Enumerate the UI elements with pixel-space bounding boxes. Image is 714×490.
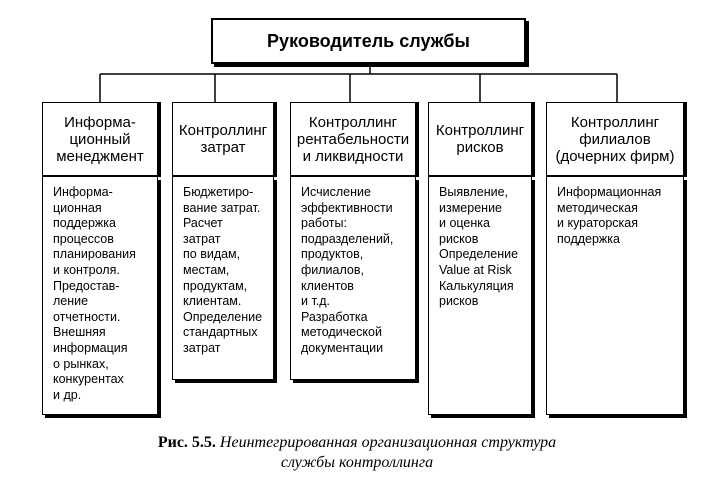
root-node-label: Руководитель службы bbox=[267, 30, 470, 51]
root-node: Руководитель службы bbox=[211, 18, 526, 64]
column-risk-controlling: Контроллинг рисков Выявление, измерение … bbox=[428, 102, 532, 415]
column-header: Контроллинг рентабельности и ликвидности bbox=[290, 102, 416, 177]
figure-caption: Рис. 5.5. Неинтегрированная организацион… bbox=[0, 433, 714, 473]
column-content: Выявление, измерение и оценка рисков Опр… bbox=[428, 177, 532, 415]
column-header: Контроллинг затрат bbox=[172, 102, 274, 177]
column-profitability-controlling: Контроллинг рентабельности и ликвидности… bbox=[290, 102, 416, 380]
column-branch-controlling: Контроллинг филиалов (дочерних фирм) Инф… bbox=[546, 102, 684, 415]
column-header: Контроллинг рисков bbox=[428, 102, 532, 177]
column-information-management: Информа- ционный менеджмент Информа- цио… bbox=[42, 102, 158, 415]
column-content: Исчисление эффективности работы: подразд… bbox=[290, 177, 416, 380]
column-content: Бюджетиро- вание затрат. Расчет затрат п… bbox=[172, 177, 274, 380]
column-content: Информационная методическая и кураторска… bbox=[546, 177, 684, 415]
column-header: Информа- ционный менеджмент bbox=[42, 102, 158, 177]
caption-text: Неинтегрированная организационная структ… bbox=[219, 434, 557, 471]
column-cost-controlling: Контроллинг затрат Бюджетиро- вание затр… bbox=[172, 102, 274, 380]
column-header: Контроллинг филиалов (дочерних фирм) bbox=[546, 102, 684, 177]
column-content: Информа- ционная поддержка процессов пла… bbox=[42, 177, 158, 415]
caption-label: Рис. 5.5. bbox=[157, 434, 216, 451]
